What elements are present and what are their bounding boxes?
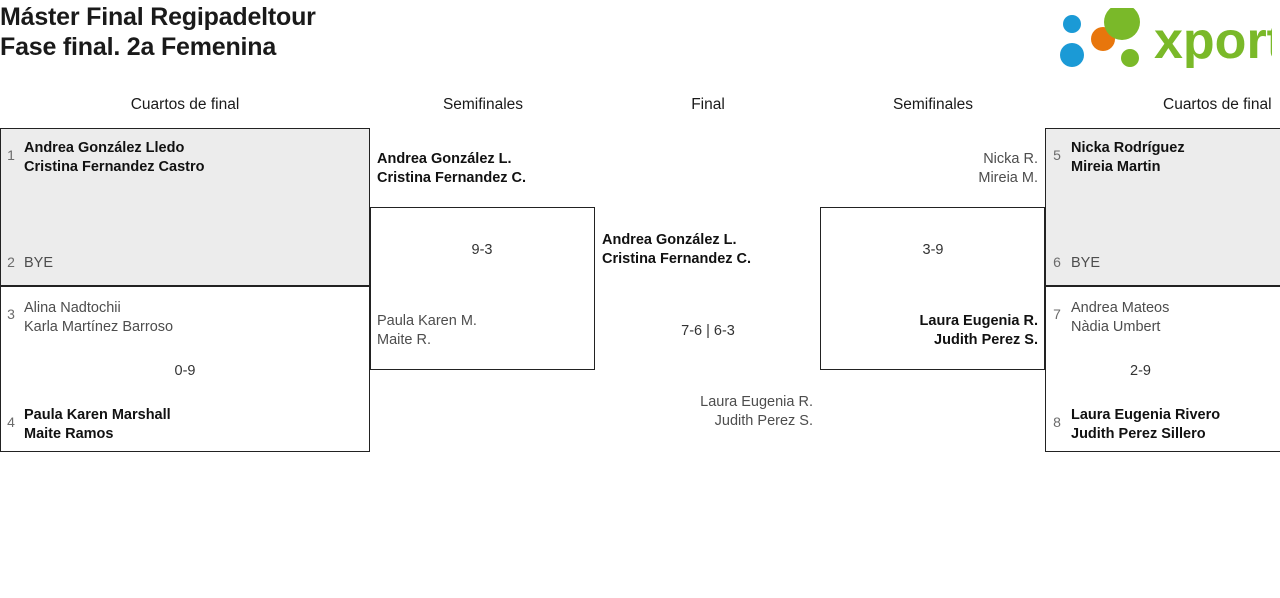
team-sf2-top[interactable]: Nicka R. Mireia M. bbox=[978, 151, 1038, 186]
match-box-qf2[interactable] bbox=[0, 286, 370, 452]
score-qf2: 0-9 bbox=[174, 363, 196, 379]
match-box-sf2[interactable] bbox=[820, 207, 1045, 370]
seed-qf4-top: 7 bbox=[1053, 306, 1061, 322]
round-header-quarterfinals-left: Cuartos de final bbox=[130, 96, 240, 113]
team-final-top[interactable]: Andrea González L. Cristina Fernandez C. bbox=[602, 232, 752, 267]
team-qf2-top[interactable]: Alina Nadtochii Karla Martínez Barroso bbox=[24, 300, 174, 335]
seed-qf2-top: 3 bbox=[7, 306, 15, 322]
team-qf2-bottom[interactable]: Paula Karen Marshall Maite Ramos bbox=[24, 407, 171, 442]
team-qf4-bottom[interactable]: Laura Eugenia Rivero Judith Perez Siller… bbox=[1071, 407, 1221, 442]
team-qf3-bottom[interactable]: BYE bbox=[1071, 255, 1101, 271]
match-box-qf3[interactable] bbox=[1045, 128, 1280, 286]
team-qf1-bottom[interactable]: BYE bbox=[24, 255, 54, 271]
score-sf2: 3-9 bbox=[922, 242, 944, 258]
xporty-logo[interactable]: xporty bbox=[1050, 8, 1272, 68]
match-box-sf1[interactable] bbox=[370, 207, 595, 370]
logo-wordmark: xporty bbox=[1154, 12, 1272, 68]
match-box-qf4[interactable] bbox=[1045, 286, 1280, 452]
score-final: 7-6 | 6-3 bbox=[681, 323, 735, 339]
seed-qf3-bottom: 6 bbox=[1053, 254, 1061, 270]
team-sf1-top[interactable]: Andrea González L. Cristina Fernandez C. bbox=[377, 151, 527, 186]
seed-qf1-top: 1 bbox=[7, 147, 15, 163]
seed-qf1-bottom: 2 bbox=[7, 254, 15, 270]
match-box-qf1[interactable] bbox=[0, 128, 370, 286]
seed-qf2-bottom: 4 bbox=[7, 414, 15, 430]
score-qf4: 2-9 bbox=[1130, 363, 1151, 379]
team-qf4-top[interactable]: Andrea Mateos Nàdia Umbert bbox=[1071, 300, 1170, 335]
score-sf1: 9-3 bbox=[471, 242, 493, 258]
seed-qf3-top: 5 bbox=[1053, 147, 1061, 163]
round-header-quarterfinals-right: Cuartos de final bbox=[1163, 96, 1272, 113]
team-qf1-top[interactable]: Andrea González Lledo Cristina Fernandez… bbox=[24, 140, 205, 175]
seed-qf4-bottom: 8 bbox=[1053, 414, 1061, 430]
page-title: Máster Final Regipadeltour Fase final. 2… bbox=[0, 3, 316, 61]
round-header-semifinals-right: Semifinales bbox=[892, 96, 974, 113]
team-qf3-top[interactable]: Nicka Rodríguez Mireia Martin bbox=[1071, 140, 1185, 175]
round-header-semifinals-left: Semifinales bbox=[442, 96, 524, 113]
team-sf2-bottom[interactable]: Laura Eugenia R. Judith Perez S. bbox=[919, 313, 1038, 348]
round-header-final: Final bbox=[691, 96, 725, 113]
team-final-bottom[interactable]: Laura Eugenia R. Judith Perez S. bbox=[700, 394, 813, 429]
logo-dots bbox=[1060, 8, 1140, 67]
team-sf1-bottom[interactable]: Paula Karen M. Maite R. bbox=[377, 313, 477, 348]
